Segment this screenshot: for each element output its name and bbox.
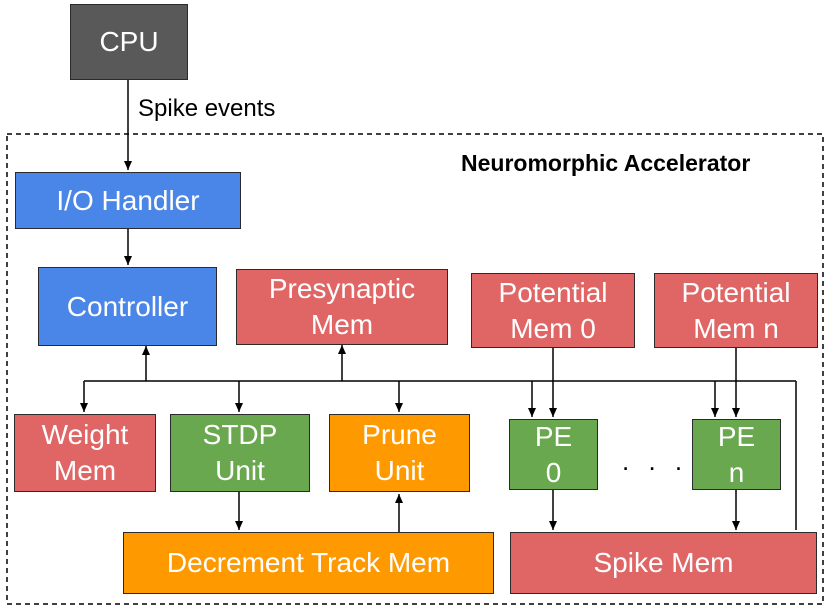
cpu-label: CPU [99,26,159,57]
pe-0-line1: PE [534,420,573,452]
pe-n-line2: n [728,456,745,488]
pe-0-box: PE 0 [509,419,598,490]
prune-unit-line1: Prune [362,419,437,450]
weight-mem-box: Weight Mem [14,414,156,492]
potential-mem-0-box: Potential Mem 0 [471,273,635,348]
spike-mem-box: Spike Mem [510,532,817,594]
stdp-unit-box: STDP Unit [170,414,310,492]
potential-mem-n-box: Potential Mem n [654,273,818,348]
weight-mem-line2: Mem [53,455,117,486]
stdp-unit-line2: Unit [215,455,265,486]
prune-unit-line2: Unit [374,455,425,486]
pe-0-line2: 0 [545,456,562,488]
io-handler-box: I/O Handler [15,172,241,229]
presynaptic-mem-line1: Presynaptic [268,273,416,304]
controller-label: Controller [66,290,189,322]
stdp-unit-line1: STDP [202,419,278,450]
weight-mem-line1: Weight [41,419,129,450]
presynaptic-mem-box: Presynaptic Mem [236,269,448,345]
pe-n-line1: PE [717,420,756,452]
controller-box: Controller [38,267,217,346]
potential-mem-0-line2: Mem 0 [510,312,596,344]
accelerator-title: Neuromorphic Accelerator [461,150,751,176]
decrement-track-mem-box: Decrement Track Mem [123,532,494,594]
io-handler-label: I/O Handler [56,184,200,216]
cpu-box: CPU [70,4,188,80]
pe-n-box: PE n [692,419,781,490]
potential-mem-n-line2: Mem n [693,312,779,344]
presynaptic-mem-line2: Mem [310,309,374,340]
prune-unit-box: Prune Unit [329,414,470,492]
pe-ellipsis: . . . [622,446,689,476]
spike-events-label: Spike events [138,95,276,122]
potential-mem-0-line1: Potential [498,276,608,308]
potential-mem-n-line1: Potential [681,276,791,308]
accelerator-boundary [6,133,824,605]
decrement-track-mem-label: Decrement Track Mem [166,547,451,578]
spike-mem-label: Spike Mem [593,547,734,578]
